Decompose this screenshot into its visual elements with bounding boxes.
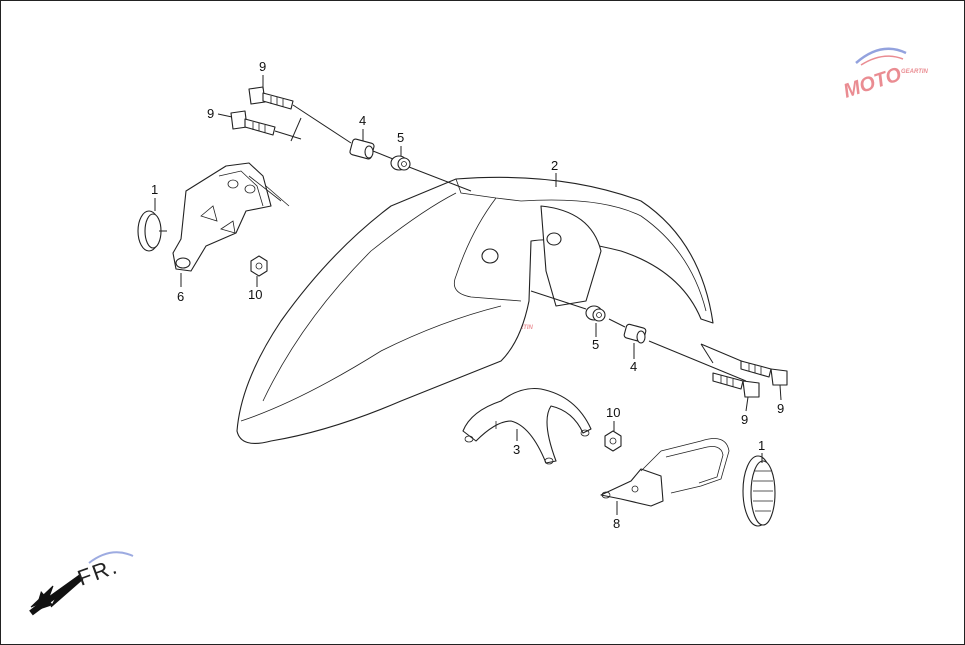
bolt-part-upper-2: [230, 110, 276, 136]
spacer-part-lower: [623, 323, 647, 344]
callout-4-bottom: 4: [630, 359, 637, 374]
watermark-logo-bottom: [88, 551, 134, 564]
nut-part-left: [250, 255, 268, 277]
callout-5-top: 5: [397, 130, 404, 145]
callout-1-left: 1: [151, 182, 158, 197]
grommet-part-lower: [585, 305, 606, 322]
callout-1-right: 1: [758, 438, 765, 453]
front-direction-label: FR.: [74, 553, 122, 591]
callout-9-bottom-left: 9: [741, 412, 748, 427]
callout-6: 6: [177, 289, 184, 304]
stay-bracket-part: [172, 162, 290, 272]
callout-9-left: 9: [207, 106, 214, 121]
watermark-text: MOTO: [841, 63, 905, 102]
callout-10-left: 10: [248, 287, 262, 302]
callout-10-right: 10: [606, 405, 620, 420]
reflector-bracket-part: [600, 438, 730, 507]
bolt-part-lower-2: [712, 372, 760, 398]
grommet-part-upper: [390, 155, 411, 171]
callout-9-top: 9: [259, 59, 266, 74]
watermark-logo-top: MOTO GEARTIN: [841, 47, 929, 103]
front-fender-part: [236, 176, 714, 444]
watermark-subtext: GEARTIN: [901, 69, 929, 75]
callout-5-bottom: 5: [592, 337, 599, 352]
callout-8: 8: [613, 516, 620, 531]
reflector-part-left: [137, 210, 167, 252]
callout-3: 3: [513, 442, 520, 457]
callout-9-bottom-right: 9: [777, 401, 784, 416]
fender-brace-part: [462, 387, 592, 465]
callout-2: 2: [551, 158, 558, 173]
bolt-part-upper-1: [248, 86, 294, 110]
front-direction-arrow-icon: [29, 574, 84, 616]
spacer-part-upper: [349, 138, 375, 160]
nut-part-right: [604, 430, 622, 452]
callout-4-top: 4: [359, 113, 366, 128]
bolt-part-lower-1: [740, 360, 788, 386]
reflector-part-right: [742, 455, 776, 527]
